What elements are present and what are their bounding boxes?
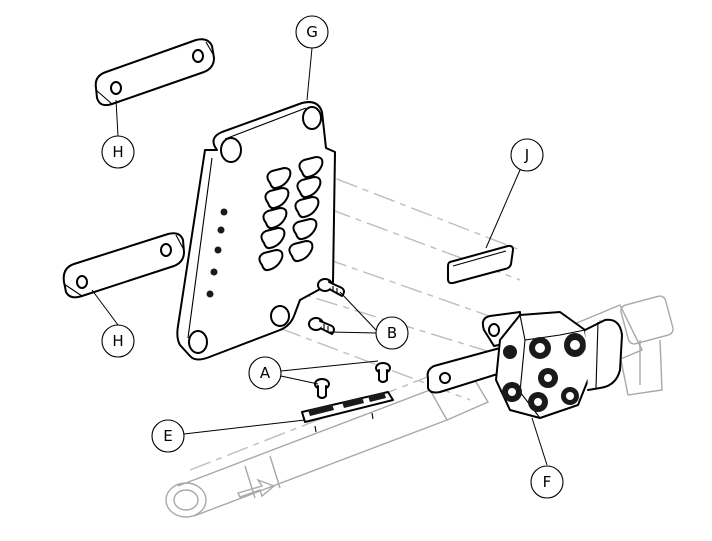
callout-A: A <box>248 356 282 390</box>
leader-lines <box>91 47 548 466</box>
mounting-plate-G <box>176 101 336 361</box>
callout-F: F <box>530 465 564 499</box>
callout-label-H-bottom: H <box>112 332 123 350</box>
callout-E: E <box>151 419 185 453</box>
pad-J <box>447 244 514 285</box>
screw-A-right <box>375 362 391 383</box>
callout-H-top: H <box>101 135 135 169</box>
callout-label-H-top: H <box>112 143 123 161</box>
plate-slots <box>258 156 324 272</box>
callout-J: J <box>510 138 544 172</box>
callout-G: G <box>295 15 329 49</box>
screw-B-upper <box>317 278 345 297</box>
screw-A-left <box>314 378 330 399</box>
callout-label-G: G <box>306 23 318 41</box>
screw-B-lower <box>308 317 335 335</box>
callout-label-A: A <box>260 364 271 382</box>
ghost-tube <box>165 295 674 518</box>
clamp-strip-E <box>301 391 394 433</box>
callout-label-E: E <box>163 427 172 445</box>
callout-label-B: B <box>387 324 397 342</box>
callout-label-J: J <box>524 146 529 164</box>
callout-H-bottom: H <box>101 324 135 358</box>
spacer-bar-H-top <box>94 38 215 107</box>
clamp-assembly-F <box>426 311 623 419</box>
callout-B: B <box>375 316 409 350</box>
callout-label-F: F <box>543 473 552 491</box>
screws-A <box>314 362 391 399</box>
spacer-bar-H-bottom <box>62 232 185 299</box>
